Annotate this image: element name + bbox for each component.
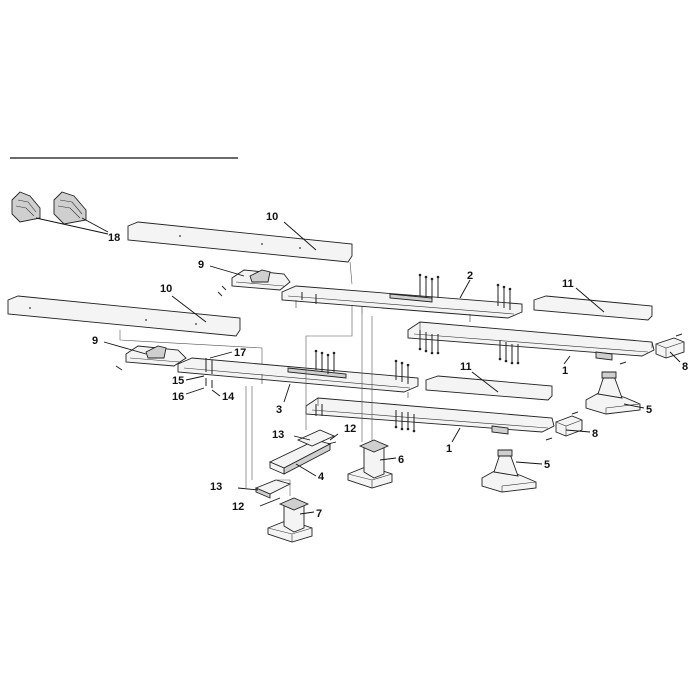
deck-panel-upper <box>127 221 353 263</box>
callout-18: 18 <box>108 232 120 244</box>
leader-12a-b <box>329 433 339 441</box>
leader-13b <box>237 487 259 491</box>
leader-15 <box>185 375 205 381</box>
leader-5b <box>515 461 543 465</box>
wheel-chock-left <box>11 191 41 223</box>
leader-13a <box>293 435 311 441</box>
callout-1b: 1 <box>446 443 452 455</box>
leader-12b <box>259 497 281 507</box>
callout-10b: 10 <box>160 283 172 295</box>
callout-7: 7 <box>316 508 322 520</box>
callout-6: 6 <box>398 454 404 466</box>
callout-11a: 11 <box>562 278 574 290</box>
leader-18b <box>81 217 109 233</box>
callout-13b: 13 <box>210 481 222 493</box>
cross-beam-lower <box>177 357 419 398</box>
callout-16: 16 <box>172 391 184 403</box>
callout-4: 4 <box>318 471 325 483</box>
callout-17: 17 <box>234 347 246 359</box>
leader-17 <box>209 351 233 359</box>
ramp-plate-upper <box>231 269 291 291</box>
callout-5a: 5 <box>646 404 652 416</box>
jack-stand-lower <box>481 449 537 493</box>
assembly-guides <box>245 306 373 488</box>
callout-14: 14 <box>222 391 235 403</box>
leader-9a <box>209 265 245 277</box>
callout-5b: 5 <box>544 459 550 471</box>
callout-8b: 8 <box>592 428 598 440</box>
leader-1a <box>563 355 571 365</box>
leader-12a <box>327 441 337 445</box>
callout-3: 3 <box>276 404 282 416</box>
cover-plate-upper <box>533 295 653 321</box>
end-cap-upper <box>655 337 685 359</box>
wheel-chock-right <box>53 191 87 225</box>
bolt-set-runway-lower <box>315 404 415 430</box>
bolt-set-runway-upper <box>419 330 519 362</box>
slide-channel <box>268 429 336 475</box>
callout-1a: 1 <box>562 365 568 377</box>
hardware-group <box>205 358 213 388</box>
leader-8b <box>565 429 591 433</box>
leader-2 <box>459 279 471 299</box>
leader-7 <box>299 511 315 515</box>
leader-8a <box>669 351 681 363</box>
callout-9a: 9 <box>198 259 204 271</box>
runway-upper <box>407 321 655 361</box>
callout-9b: 9 <box>92 335 98 347</box>
ramp-plate-lower <box>125 345 187 367</box>
callout-11b: 11 <box>460 361 472 373</box>
jack-stand-upper <box>585 371 641 415</box>
leader-10a <box>283 221 317 251</box>
leader-3 <box>283 383 291 403</box>
callout-15: 15 <box>172 375 184 387</box>
callout-12a: 12 <box>344 423 356 435</box>
leader-9b <box>103 341 147 355</box>
leader-10b <box>171 295 207 323</box>
bolt-set-lower <box>315 352 409 384</box>
leader-18a <box>35 217 109 235</box>
pedestal-7 <box>267 497 313 543</box>
callout-10a: 10 <box>266 211 278 223</box>
pedestal-6 <box>347 439 393 489</box>
deck-panel-lower <box>7 295 241 337</box>
leader-5a <box>623 403 645 409</box>
leader-14 <box>211 389 221 397</box>
leader-16 <box>185 387 205 395</box>
leader-6 <box>379 457 397 461</box>
end-cap-lower <box>555 415 583 437</box>
cross-beam-upper <box>281 285 523 322</box>
leader-1b <box>451 427 461 443</box>
callout-8a: 8 <box>682 361 688 373</box>
callout-13a: 13 <box>272 429 284 441</box>
callout-2: 2 <box>467 270 473 282</box>
slide-lower <box>254 479 292 499</box>
leader-4 <box>295 463 317 477</box>
bolt-set-upper <box>301 276 511 310</box>
cover-plate-lower <box>425 375 553 401</box>
leader-11a <box>575 287 605 313</box>
callout-12b: 12 <box>232 501 244 513</box>
leader-11b <box>471 371 499 393</box>
